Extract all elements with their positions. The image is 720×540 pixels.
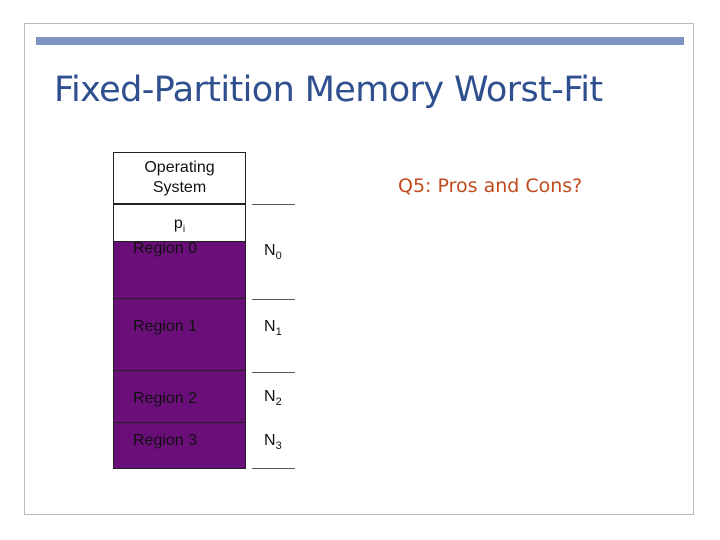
size-subscript: 0 xyxy=(275,250,282,262)
memory-regions-block xyxy=(113,204,246,469)
region-3-label: Region 3 xyxy=(133,432,198,449)
region-2-size: N2 xyxy=(264,388,282,408)
size-subscript: 1 xyxy=(275,326,282,338)
region-3-size: N3 xyxy=(264,432,282,452)
size-boundary-line xyxy=(252,204,295,205)
region-1-size: N1 xyxy=(264,318,282,338)
size-symbol: N xyxy=(264,388,276,405)
size-boundary-line xyxy=(252,468,295,469)
region-divider xyxy=(113,422,246,423)
process-block: pi xyxy=(113,204,246,242)
region-0-label: Region 0 xyxy=(133,240,198,257)
region-divider xyxy=(113,370,246,371)
region-2-label: Region 2 xyxy=(133,390,198,407)
size-boundary-line xyxy=(252,299,295,300)
region-1-label: Region 1 xyxy=(133,318,198,335)
process-name: p xyxy=(173,215,183,232)
size-symbol: N xyxy=(264,318,276,335)
size-subscript: 2 xyxy=(275,396,282,408)
size-symbol: N xyxy=(264,242,276,259)
size-subscript: 3 xyxy=(275,440,282,452)
operating-system-label: Operating System xyxy=(144,159,215,196)
question-text: Q5: Pros and Cons? xyxy=(398,175,583,197)
slide-accent-bar xyxy=(36,37,684,45)
size-boundary-line xyxy=(252,372,295,373)
region-0-size: N0 xyxy=(264,242,282,262)
process-subscript: i xyxy=(182,224,186,236)
slide-title: Fixed-Partition Memory Worst-Fit xyxy=(54,70,603,110)
region-divider xyxy=(113,298,246,299)
operating-system-block: Operating System xyxy=(113,152,246,204)
size-symbol: N xyxy=(264,432,276,449)
